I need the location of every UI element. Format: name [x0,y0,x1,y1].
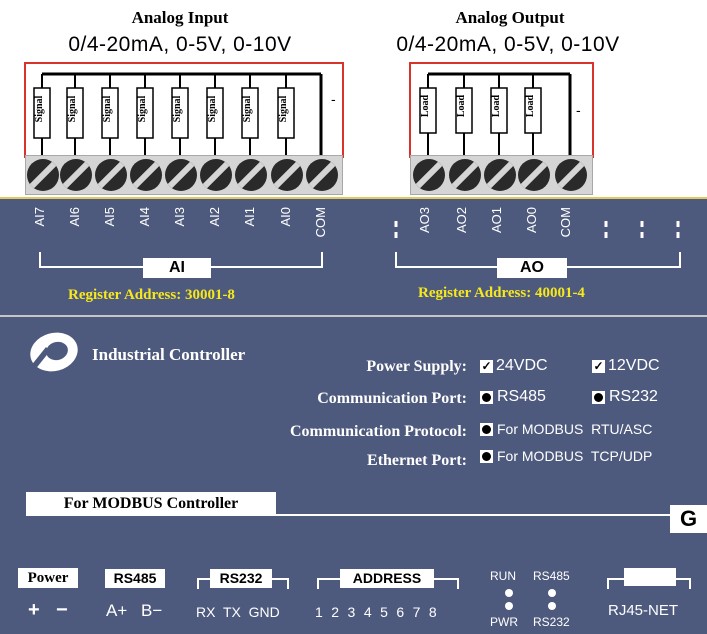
terminal-screw-icon [555,159,587,191]
ao-register-address: Register Address: 40001-4 [418,285,585,301]
ao-load-label: Load [525,94,536,117]
ethernet-option-label: For MODBUS TCP/UDP [497,448,653,464]
power-option-24vdc: ✓24VDC [480,357,548,375]
terminal-screw-icon [95,159,127,191]
communication-protocol-label: Communication Protocol: [289,423,467,440]
ai-group-label: AI [143,258,211,278]
led-rs485-label: RS485 [533,569,570,583]
terminal-screw-icon [27,159,59,191]
port-option-rs232-label: RS232 [609,388,658,405]
ai-signal-label: Signal [67,95,78,122]
rj45-port-icon [624,568,676,586]
ai-signal-label: Signal [207,95,218,122]
ground-label: G [670,505,707,533]
power-option-12vdc: ✓12VDC [592,357,660,375]
badge-line [276,514,670,516]
brand-logo-icon [30,332,78,372]
rs485-b-minus: B− [141,601,163,620]
rs232-pins: RX TX GND [196,604,280,620]
ai-signal-label: Signal [102,95,113,122]
rs232-led-icon [548,602,556,610]
terminal-screw-icon [235,159,267,191]
analog-input-title: Analog Input [131,8,229,27]
protocol-option-label: For MODBUS RTU/ASC [497,421,653,437]
brand-name: Industrial Controller [92,345,246,364]
led-run-label: RUN [490,569,516,583]
checkbox-checked-icon: ✓ [480,358,493,373]
terminal-screw-icon [484,159,516,191]
ai-signal-label: Signal [34,95,45,122]
radio-selected-icon [480,422,493,436]
checkbox-checked-icon: ✓ [592,358,605,373]
rs485-led-icon [548,589,556,597]
radio-selected-icon [480,390,493,404]
power-option-12vdc-label: 12VDC [608,357,660,374]
ao-load-label: Load [491,94,502,117]
terminal-screw-icon [130,159,162,191]
ai-signal-label: Signal [137,95,148,122]
ai-minus-sign: - [331,91,336,107]
terminal-screw-icon [165,159,197,191]
power-option-24vdc-label: 24VDC [496,357,548,374]
ai-terminal-block [25,155,343,195]
terminal-screw-icon [413,159,445,191]
wiring-diagram: - Signal Signal Signal Signal Signal Signal Sig… [24,62,594,158]
radio-selected-icon [480,449,493,463]
analog-output-range: 0/4-20mA, 0-5V, 0-10V [396,33,620,56]
terminal-screw-icon [200,159,232,191]
rs232-connector-label: RS232 [210,569,272,588]
ai-wiring: - Signal Signal Signal Signal Signal Signal Sig… [24,62,344,158]
ao-group-label: AO [497,258,567,278]
power-minus: − [56,599,68,621]
ao-wiring: - Load Load Load Load [409,62,594,158]
rj45-label: RJ45-NET [608,602,679,619]
led-rs232-label: RS232 [533,615,570,629]
ethernet-option: For MODBUS TCP/UDP [480,448,652,464]
analog-input-range: 0/4-20mA, 0-5V, 0-10V [68,33,292,56]
ao-terminal-block [410,155,593,195]
port-option-rs485-label: RS485 [497,388,546,405]
terminal-screw-icon [60,159,92,191]
terminal-screw-icon [518,159,550,191]
terminal-screw-icon [449,159,481,191]
port-option-rs485: RS485 [480,388,546,406]
radio-selected-icon [592,390,605,404]
analog-output-title: Analog Output [455,8,565,27]
ao-load-label: Load [456,94,467,117]
protocol-option: For MODBUS RTU/ASC [480,421,652,437]
ao-minus-sign: - [576,102,581,118]
pwr-led-icon [505,602,513,610]
address-label: ADDRESS [340,569,434,588]
ai-signal-label: Signal [242,95,253,122]
ethernet-port-label: Ethernet Port: [367,452,467,469]
ai-signal-label: Signal [278,95,289,122]
terminal-screw-icon [306,159,338,191]
top-divider [0,197,707,199]
power-plus: + [28,599,40,621]
address-digits: 1 2 3 4 5 6 7 8 [315,604,440,620]
port-option-rs232: RS232 [592,388,658,406]
ao-load-label: Load [420,94,431,117]
controller-badge: For MODBUS Controller [26,492,276,516]
led-pwr-label: PWR [490,615,518,629]
terminal-screw-icon [271,159,303,191]
rs485-connector-label: RS485 [105,569,165,588]
power-supply-label: Power Supply: [366,358,467,375]
run-led-icon [505,589,513,597]
rs485-a-plus: A+ [106,601,128,620]
power-connector-label: Power [18,568,78,588]
section-divider [0,315,707,317]
ai-signal-label: Signal [172,95,183,122]
ai-register-address: Register Address: 30001-8 [68,287,235,303]
communication-port-label: Communication Port: [317,390,467,407]
